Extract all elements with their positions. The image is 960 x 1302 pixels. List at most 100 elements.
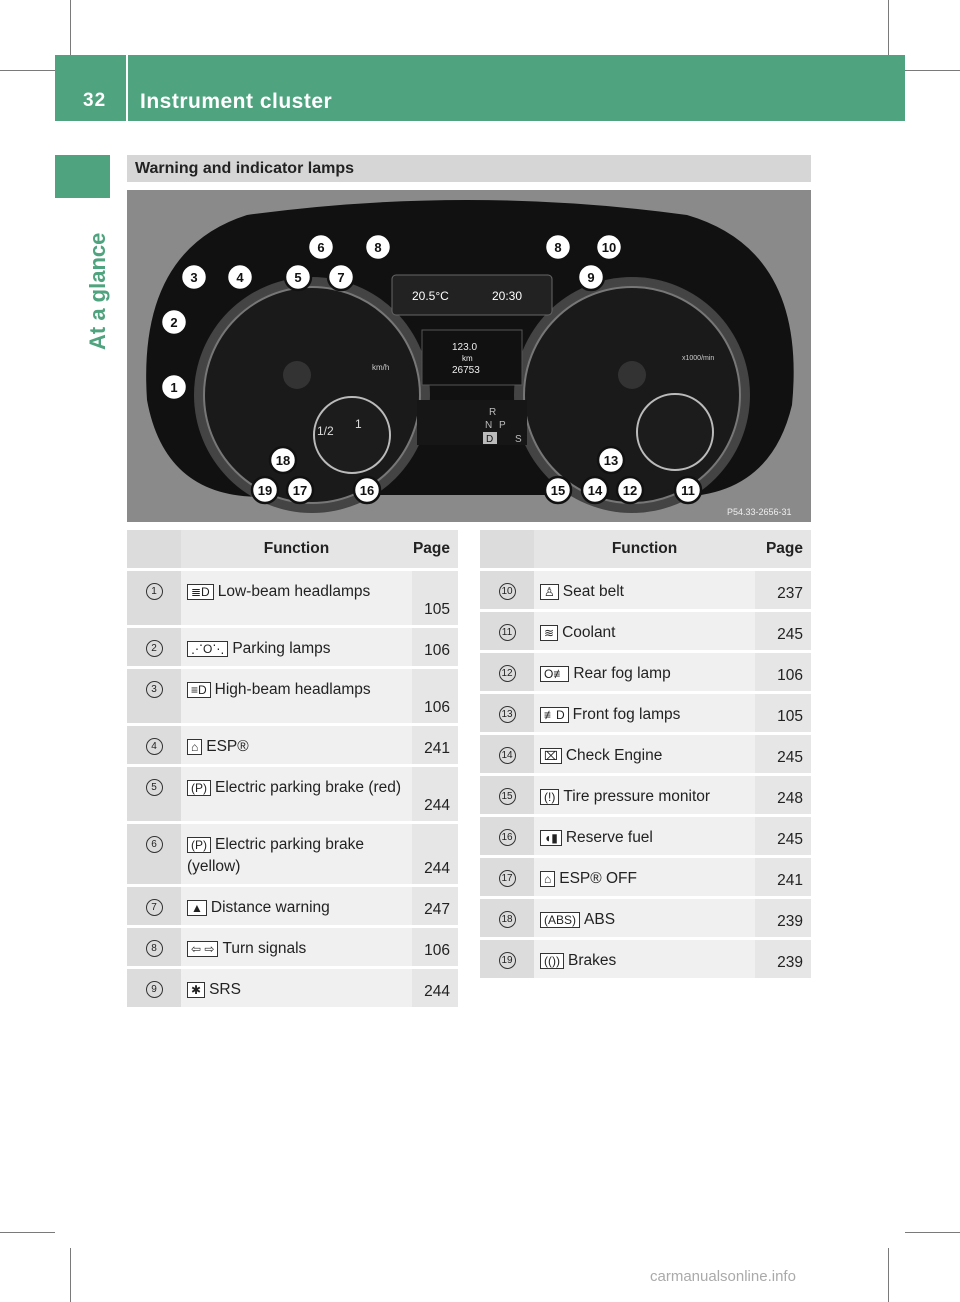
row-number: 13 bbox=[480, 691, 534, 732]
tire-pressure-icon: (!) bbox=[540, 789, 560, 805]
row-function: ◖▮Reserve fuel bbox=[534, 814, 756, 855]
callout-label: 16 bbox=[360, 483, 374, 498]
gear-s: S bbox=[515, 434, 522, 445]
reserve-fuel-icon: ◖▮ bbox=[540, 830, 562, 846]
callout-label: 15 bbox=[551, 483, 565, 498]
callout-marker: 16 bbox=[352, 475, 382, 505]
callout-marker: 8 bbox=[363, 232, 393, 262]
row-function: (())Brakes bbox=[534, 937, 756, 978]
function-label: Distance warning bbox=[210, 899, 330, 916]
header-divider bbox=[126, 55, 128, 121]
row-number: 19 bbox=[480, 937, 534, 978]
page-reference[interactable]: 106 bbox=[755, 650, 811, 691]
callout-label: 13 bbox=[604, 453, 618, 468]
callout-label: 3 bbox=[190, 270, 197, 285]
page-reference[interactable]: 245 bbox=[755, 609, 811, 650]
callout-number: 6 bbox=[145, 836, 163, 853]
callout-marker: 9 bbox=[576, 262, 606, 292]
row-function: ⌂ESP® OFF bbox=[534, 855, 756, 896]
watermark: carmanualsonline.info bbox=[650, 1268, 796, 1285]
function-label: Coolant bbox=[562, 624, 616, 641]
crop-mark bbox=[70, 0, 71, 55]
speedo-unit: km/h bbox=[372, 363, 389, 372]
callout-number: 13 bbox=[498, 706, 516, 723]
row-number: 14 bbox=[480, 732, 534, 773]
row-function: ⇦ ⇨Turn signals bbox=[181, 925, 412, 966]
function-label: ESP® OFF bbox=[559, 870, 637, 887]
page-reference[interactable]: 241 bbox=[755, 855, 811, 896]
page-reference[interactable]: 106 bbox=[411, 625, 458, 666]
page-reference[interactable]: 247 bbox=[411, 884, 458, 925]
function-label: SRS bbox=[209, 981, 241, 998]
page-reference[interactable]: 106 bbox=[411, 666, 458, 723]
instrument-cluster-illustration: 1 1/2 km/h x1000/min 20.5°C 20:30 123.0 … bbox=[127, 190, 811, 522]
page-reference[interactable]: 244 bbox=[411, 821, 458, 884]
function-label: Electric parking brake (red) bbox=[215, 779, 402, 796]
trip-unit: km bbox=[462, 354, 473, 363]
speedometer: 1 1/2 km/h bbox=[194, 277, 430, 513]
row-function: O≢Rear fog lamp bbox=[534, 650, 756, 691]
page-reference[interactable]: 244 bbox=[411, 966, 458, 1007]
callout-label: 8 bbox=[374, 240, 381, 255]
page-reference[interactable]: 245 bbox=[755, 732, 811, 773]
tacho-unit: x1000/min bbox=[682, 355, 714, 362]
chapter-title: Instrument cluster bbox=[140, 90, 333, 113]
callout-number: 8 bbox=[145, 940, 163, 957]
parking-brake-icon: (P) bbox=[187, 780, 211, 796]
row-number: 12 bbox=[480, 650, 534, 691]
crop-mark bbox=[70, 1248, 71, 1302]
callout-marker: 13 bbox=[596, 445, 626, 475]
crop-mark bbox=[0, 1232, 55, 1233]
distance-warning-icon: ▲ bbox=[187, 900, 207, 916]
high-beam-icon: ≡D bbox=[187, 682, 211, 698]
page-reference[interactable]: 237 bbox=[755, 568, 811, 609]
front-fog-icon: ≢D bbox=[540, 707, 569, 723]
callout-marker: 17 bbox=[285, 475, 315, 505]
callout-number: 1 bbox=[145, 583, 163, 600]
row-function: (P)Electric parking brake (yellow) bbox=[181, 821, 412, 884]
callout-number: 17 bbox=[498, 870, 516, 887]
function-label: Brakes bbox=[567, 952, 617, 969]
display-temp: 20.5°C bbox=[412, 289, 449, 303]
callout-marker: 7 bbox=[326, 262, 356, 292]
page-reference[interactable]: 245 bbox=[755, 814, 811, 855]
page-reference[interactable]: 105 bbox=[411, 568, 458, 625]
page-reference[interactable]: 106 bbox=[411, 925, 458, 966]
row-number: 7 bbox=[127, 884, 181, 925]
page-reference[interactable]: 239 bbox=[755, 896, 811, 937]
gear-p: P bbox=[499, 420, 506, 431]
row-function: (!)Tire pressure monitor bbox=[534, 773, 756, 814]
callout-number: 12 bbox=[498, 665, 516, 682]
odometer: 26753 bbox=[452, 365, 480, 376]
section-title: Warning and indicator lamps bbox=[135, 160, 354, 177]
row-function: ⌧Check Engine bbox=[534, 732, 756, 773]
page-reference[interactable]: 241 bbox=[411, 723, 458, 764]
center-display: 20.5°C 20:30 123.0 km 26753 R N P D S bbox=[391, 274, 553, 445]
page-reference[interactable]: 239 bbox=[755, 937, 811, 978]
callout-label: 14 bbox=[588, 483, 603, 498]
srs-icon: ✱ bbox=[187, 982, 206, 998]
gear-r: R bbox=[489, 407, 496, 418]
callout-marker: 12 bbox=[615, 475, 645, 505]
page-reference[interactable]: 248 bbox=[755, 773, 811, 814]
row-function: ▲Distance warning bbox=[181, 884, 412, 925]
trip-value: 123.0 bbox=[452, 342, 477, 353]
callout-label: 18 bbox=[276, 453, 290, 468]
page-reference[interactable]: 244 bbox=[411, 764, 458, 821]
row-number: 8 bbox=[127, 925, 181, 966]
callout-marker: 2 bbox=[159, 307, 189, 337]
side-label: At a glance bbox=[85, 232, 110, 350]
page-reference[interactable]: 105 bbox=[755, 691, 811, 732]
function-label: Parking lamps bbox=[232, 640, 331, 657]
callout-label: 7 bbox=[337, 270, 344, 285]
callout-label: 17 bbox=[293, 483, 307, 498]
